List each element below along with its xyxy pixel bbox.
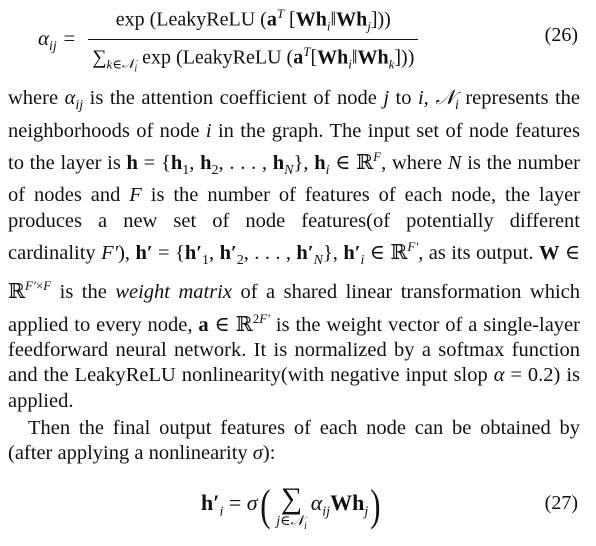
- equation-26-number: (26): [544, 24, 578, 46]
- body-paragraph-2: Then the final output features of each n…: [8, 417, 580, 465]
- left-paren: (: [259, 481, 271, 530]
- equation-26-numerator: exp (LeakyReLU (aT [Whi‖Whj])): [88, 6, 419, 40]
- equation-26-formula: αij = exp (LeakyReLU (aT [Whi‖Whj])) ∑k∈…: [38, 6, 419, 75]
- equation-26-denominator: ∑k∈𝒩i exp (LeakyReLU (aT[Whi‖Whk])): [92, 43, 415, 75]
- equation-27-number: (27): [544, 492, 578, 514]
- equation-26: αij = exp (LeakyReLU (aT [Whi‖Whj])) ∑k∈…: [0, 4, 596, 76]
- summation: ∑j∈𝒩i: [276, 484, 306, 535]
- right-paren: ): [370, 481, 381, 530]
- body-paragraph-1: where αij is the attention coefficient o…: [8, 87, 581, 412]
- equation-26-lhs: αij =: [38, 25, 77, 55]
- equation-27-sum-subscript: j∈𝒩i: [276, 514, 307, 532]
- equation-26-fraction: exp (LeakyReLU (aT [Whi‖Whj])) ∑k∈𝒩i exp…: [88, 6, 419, 75]
- emphasis: weight matrix: [115, 281, 232, 304]
